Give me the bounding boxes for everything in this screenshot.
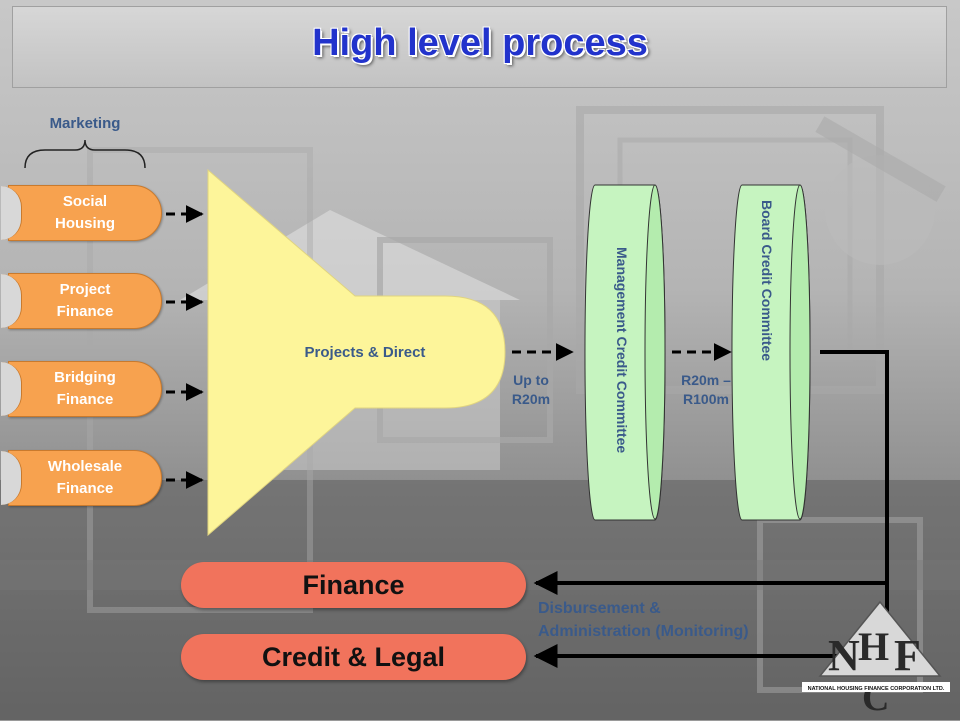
- finance-pill: Finance: [181, 562, 526, 608]
- board-committee-label: Board Credit Committee: [759, 200, 775, 362]
- source-bridging-finance: Bridging Finance: [1, 361, 162, 417]
- board-to-finance-connector: [533, 350, 889, 595]
- source-project-finance: Project Finance: [1, 273, 162, 329]
- funnel-label: Projects & Direct: [304, 344, 426, 361]
- page-title: High level process: [312, 22, 648, 64]
- nhfc-logo: N H F C NATIONAL HOUSING FINANCE CORPORA…: [800, 598, 952, 719]
- management-committee-label: Management Credit Committee: [614, 246, 630, 454]
- svg-text:H: H: [858, 624, 889, 669]
- marketing-brace: [24, 139, 146, 169]
- board-committee-cylinder: [731, 184, 811, 521]
- management-committee-cylinder: [584, 184, 666, 521]
- source-social-housing: Social Housing: [1, 185, 162, 241]
- credit-legal-pill: Credit & Legal: [181, 634, 526, 680]
- svg-text:F: F: [894, 631, 921, 680]
- svg-text:NATIONAL HOUSING FINANCE CORPO: NATIONAL HOUSING FINANCE CORPORATION LTD…: [808, 686, 945, 692]
- funnel-shape: [207, 168, 506, 537]
- source-wholesale-finance: Wholesale Finance: [1, 450, 162, 506]
- svg-text:N: N: [828, 631, 860, 680]
- disbursement-label: Disbursement & Administration (Monitorin…: [538, 600, 749, 640]
- threshold-r20m-r100m: R20m – R100m: [681, 372, 731, 407]
- threshold-up-to-r20m: Up to R20m: [511, 372, 551, 407]
- title-bar: [12, 6, 947, 88]
- nhfc-logo-mark: N H F C NATIONAL HOUSING FINANCE CORPORA…: [802, 600, 950, 719]
- marketing-label: Marketing: [49, 115, 121, 132]
